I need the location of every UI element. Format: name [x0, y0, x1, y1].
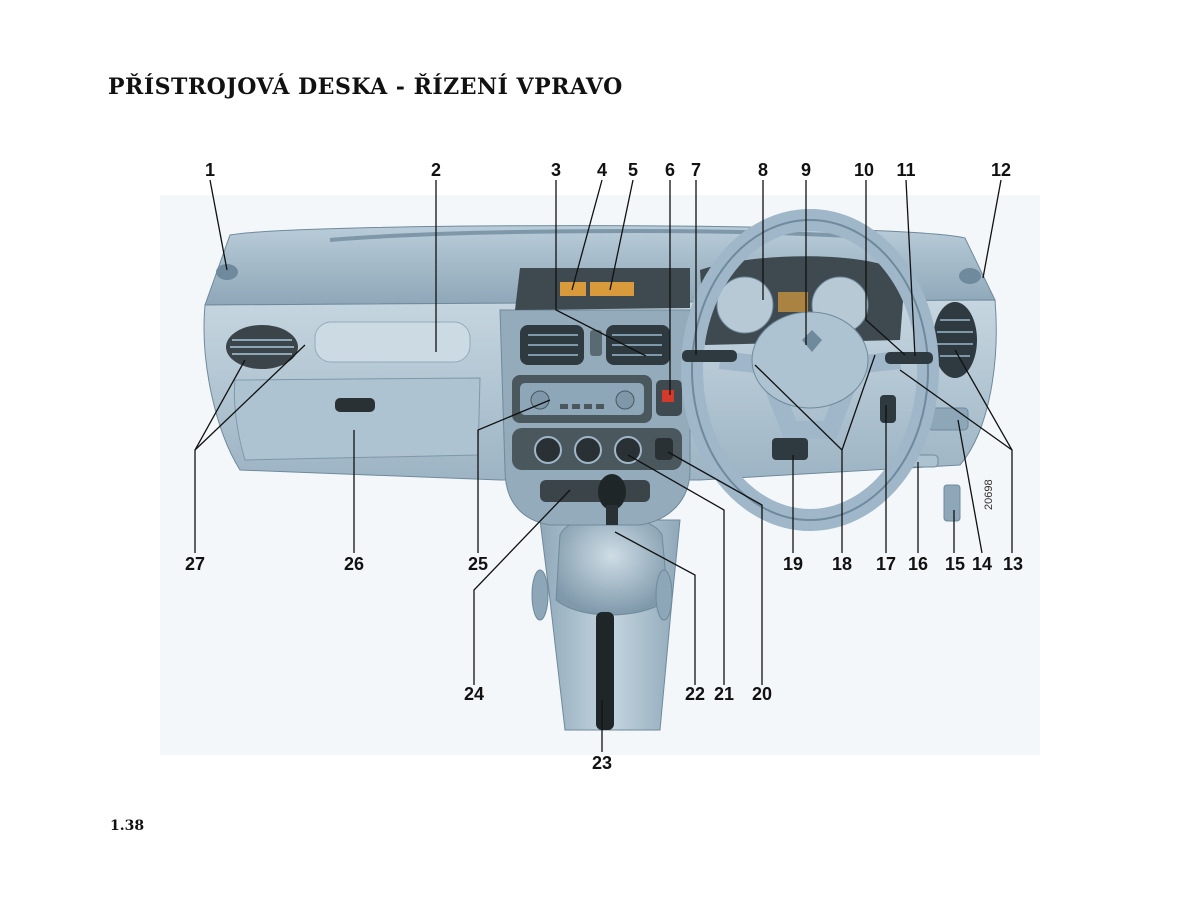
- callout-23: 23: [592, 753, 612, 773]
- callout-13: 13: [1003, 554, 1023, 574]
- gear-knob: [598, 474, 626, 510]
- callout-17: 17: [876, 554, 896, 574]
- bonnet-release: [943, 484, 961, 522]
- callout-3: 3: [551, 160, 561, 180]
- steering-adjust-lever: [772, 438, 808, 460]
- central-switch: [590, 330, 602, 356]
- callout-labels: 1 2 3 4 5 6 7 8 9 10 11 12 13 14 15 16 1…: [185, 160, 1023, 773]
- callout-24: 24: [464, 684, 484, 704]
- callout-20: 20: [752, 684, 772, 704]
- callout-1: 1: [205, 160, 215, 180]
- fan-speed-knob: [574, 436, 602, 464]
- callout-21: 21: [714, 684, 734, 704]
- right-air-vent: [933, 302, 977, 378]
- callout-27: 27: [185, 554, 205, 574]
- storage-compartment: [314, 321, 471, 363]
- instrument-area: [700, 256, 977, 522]
- airbag-cover: [751, 311, 869, 409]
- leader-lines: [194, 179, 1013, 752]
- callout-9: 9: [801, 160, 811, 180]
- centre-console: [531, 515, 681, 731]
- callout-4: 4: [597, 160, 607, 180]
- recirculation-button: [655, 438, 673, 460]
- callout-25: 25: [468, 554, 488, 574]
- glovebox: [233, 377, 481, 461]
- callout-5: 5: [628, 160, 638, 180]
- callout-19: 19: [783, 554, 803, 574]
- storage-tray: [540, 480, 650, 502]
- trip-display: [590, 282, 634, 296]
- left-stalk: [682, 350, 737, 362]
- steering-wheel: [681, 209, 939, 531]
- right-stalk: [885, 352, 933, 364]
- hazard-warning-icon: [662, 390, 674, 402]
- temperature-knob: [534, 436, 562, 464]
- warning-lights: [778, 292, 808, 312]
- callout-10: 10: [854, 160, 874, 180]
- page-number: 1.38: [110, 818, 145, 834]
- glovebox-handle: [335, 398, 375, 412]
- callout-18: 18: [832, 554, 852, 574]
- callout-22: 22: [685, 684, 705, 704]
- brand-emblem: [802, 330, 822, 352]
- callout-15: 15: [945, 554, 965, 574]
- callout-11: 11: [896, 160, 915, 180]
- left-side-demister: [216, 264, 238, 280]
- figure-reference: 20698: [983, 479, 995, 510]
- callout-6: 6: [665, 160, 675, 180]
- ignition-switch: [880, 395, 896, 423]
- centre-stack: [499, 268, 691, 526]
- page-title: PŘÍSTROJOVÁ DESKA - ŘÍZENÍ VPRAVO: [108, 74, 623, 100]
- callout-12: 12: [991, 160, 1011, 180]
- air-distribution-knob: [614, 436, 642, 464]
- callout-8: 8: [758, 160, 768, 180]
- callout-7: 7: [691, 160, 701, 180]
- callout-14: 14: [972, 554, 992, 574]
- handbrake-lever: [596, 612, 614, 730]
- callout-26: 26: [344, 554, 364, 574]
- right-side-demister: [959, 268, 981, 284]
- clock-display: [560, 282, 586, 296]
- gear-boot: [555, 515, 669, 616]
- rev-counter: [716, 276, 774, 334]
- callout-16: 16: [908, 554, 928, 574]
- callout-2: 2: [431, 160, 441, 180]
